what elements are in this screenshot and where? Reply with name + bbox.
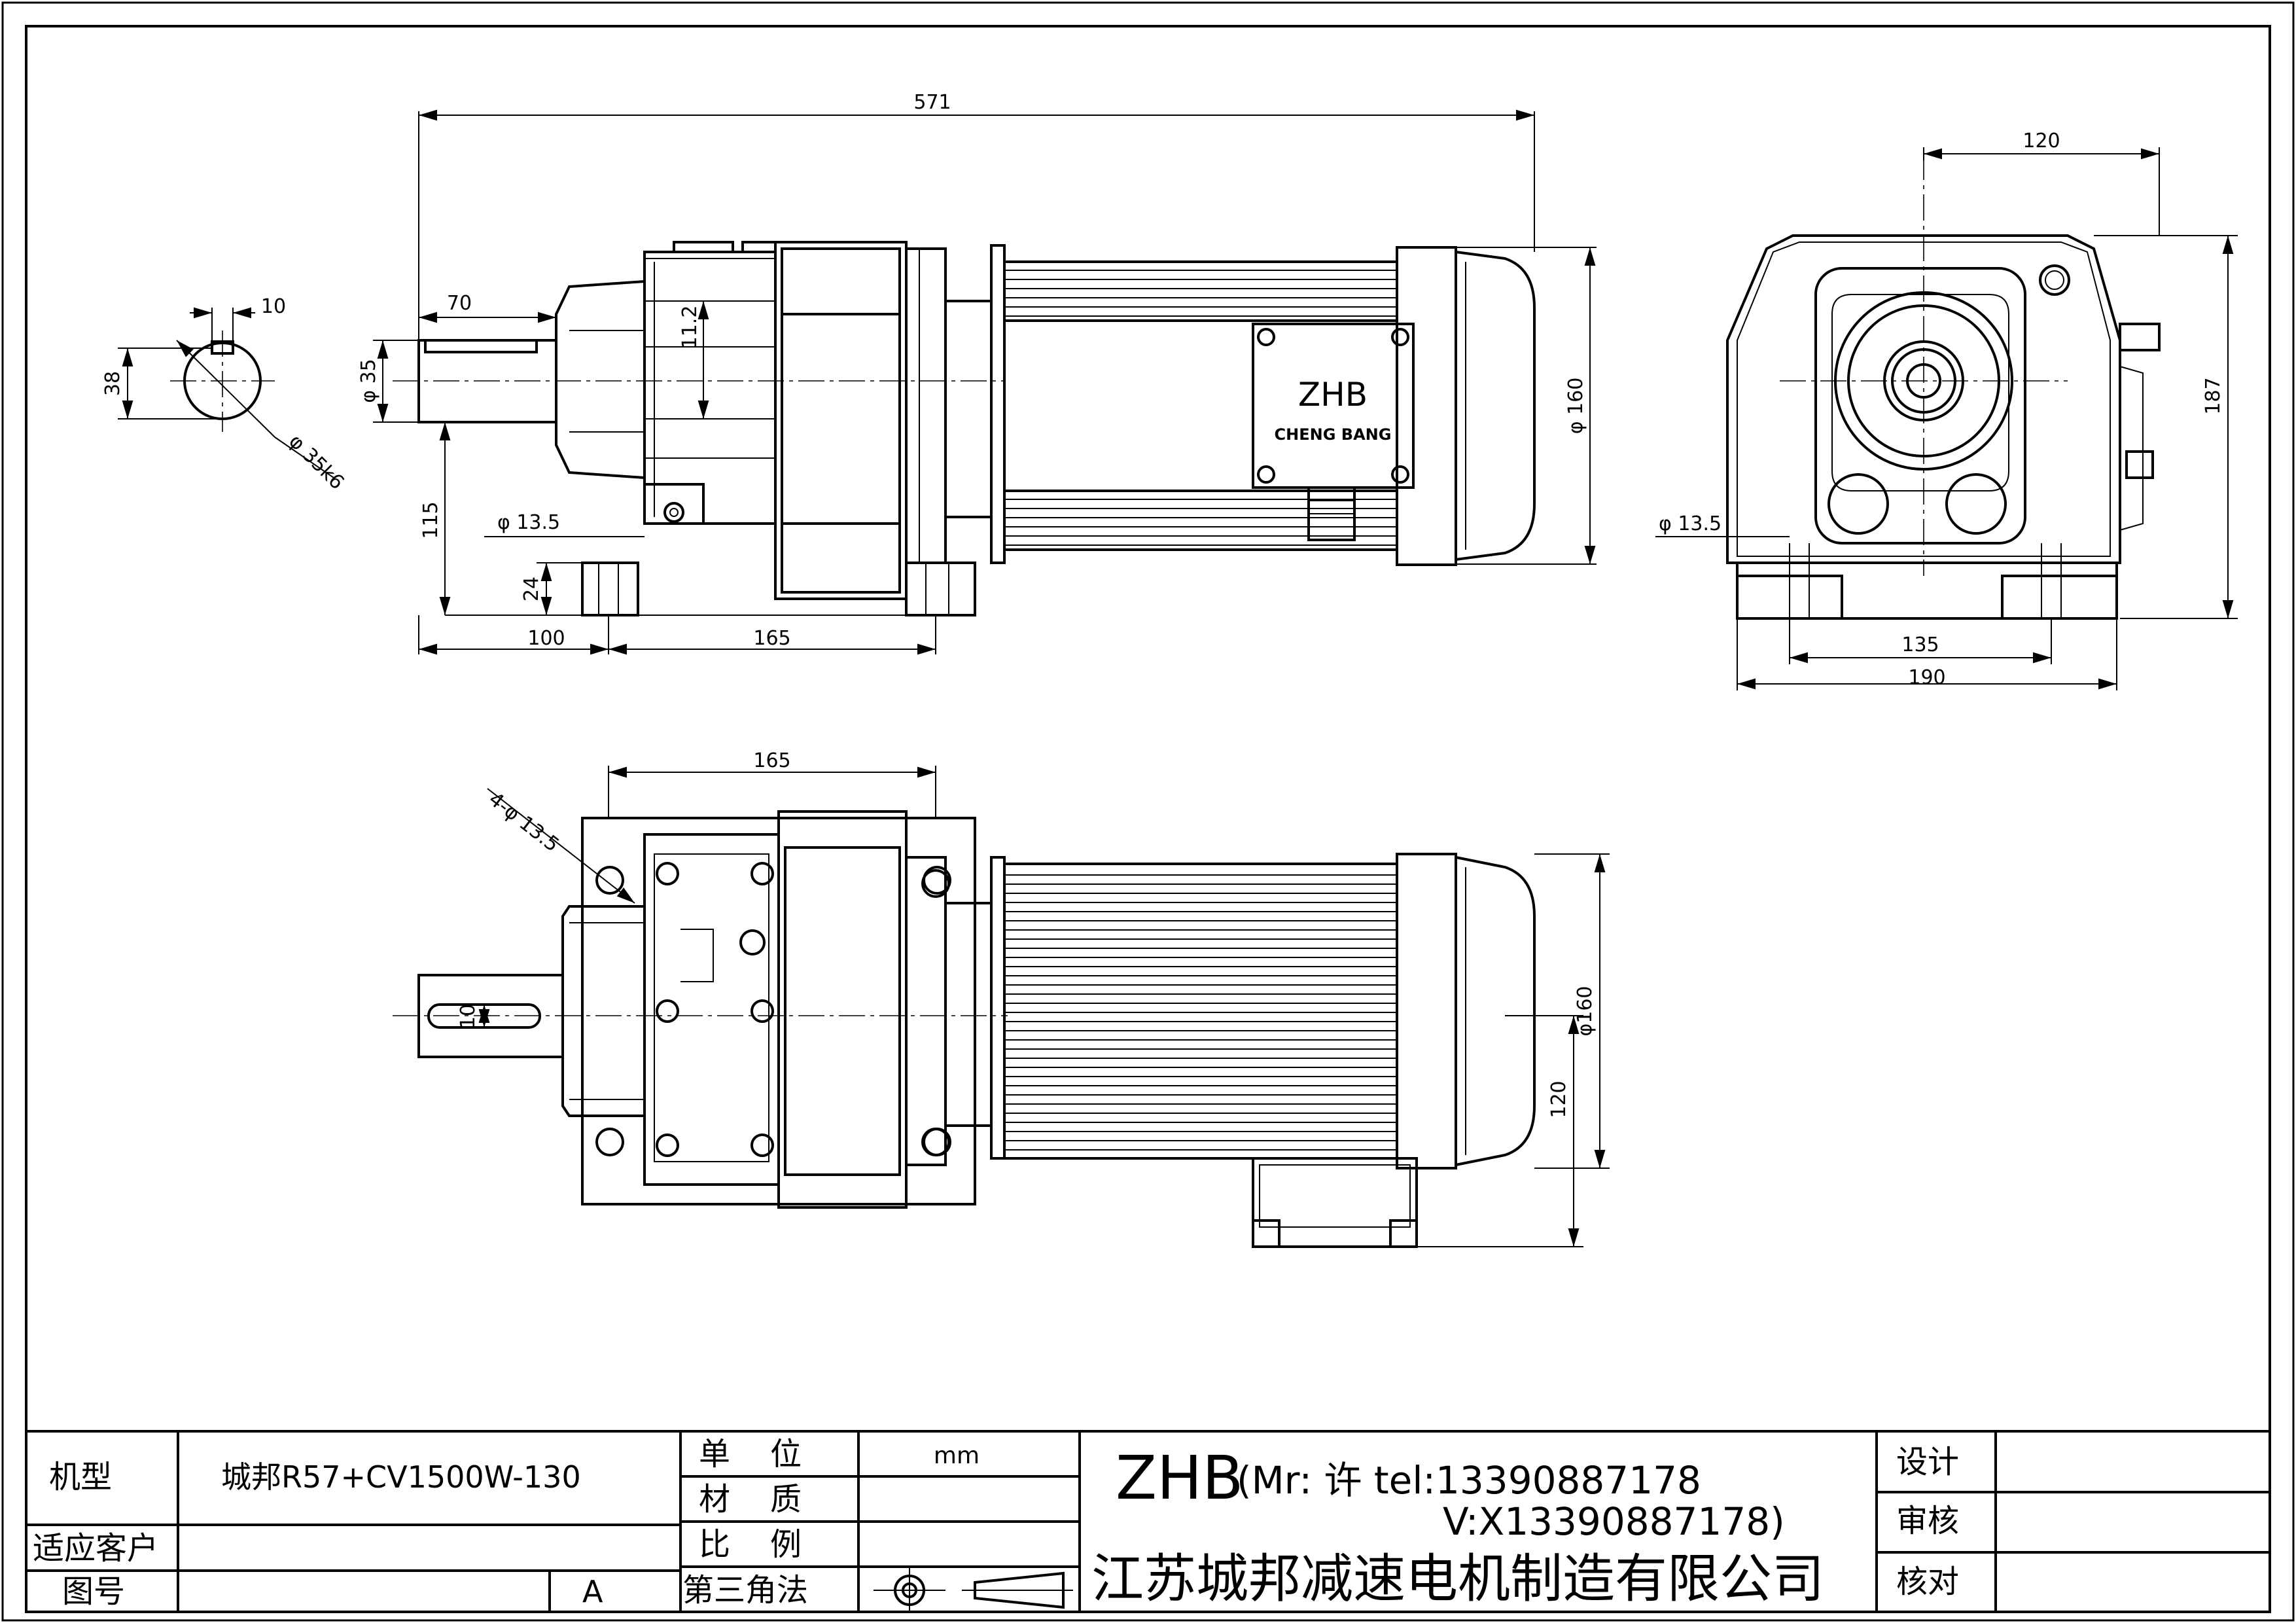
tb-unit-value: mm (934, 1442, 980, 1469)
dim-end-hole: φ 13.5 (1659, 512, 1722, 535)
dim-top-spacing: 165 (753, 749, 790, 772)
tb-material-label: 材 质 (699, 1481, 802, 1518)
dim-shaft-diameter-side: φ 35 (357, 359, 380, 403)
nameplate-brand: ZHB (1298, 376, 1368, 414)
dim-end-height: 187 (2202, 377, 2225, 414)
dim-key-width: 10 (261, 295, 286, 318)
tb-review-label: 审核 (1896, 1503, 1959, 1539)
tb-company: 江苏城邦减速电机制造有限公司 (1091, 1548, 1824, 1609)
dim-key-offset: 11.2 (679, 306, 701, 349)
tb-contact-line2: V:X13390887178) (1443, 1499, 1785, 1544)
tb-drawing-no-value: A (582, 1574, 603, 1609)
tb-brand: ZHB (1116, 1443, 1243, 1513)
dim-shaft-diameter: φ 35k6 (284, 430, 348, 494)
tb-scale-label: 比 例 (699, 1526, 802, 1563)
tb-projection-label: 第三角法 (682, 1572, 808, 1609)
tb-design-label: 设计 (1896, 1444, 1959, 1480)
dim-overall-length: 571 (913, 91, 951, 114)
dim-hole-side: φ 13.5 (497, 511, 560, 534)
tb-drawing-no-label: 图号 (62, 1573, 125, 1610)
front-view (373, 109, 1597, 655)
dim-end-width-top: 120 (2022, 130, 2060, 152)
dim-foot-spacing: 165 (753, 627, 790, 650)
dim-top-box-offset: 120 (1547, 1080, 1570, 1118)
nameplate-subtitle: CHENG BANG (1275, 425, 1392, 444)
title-block (25, 1430, 2271, 1613)
tb-contact-line1: (Mr: 许 tel:13390887178 (1237, 1458, 1701, 1503)
dim-foot-offset: 100 (527, 627, 565, 650)
top-view (393, 766, 1610, 1248)
tb-model-label: 机型 (49, 1459, 112, 1495)
dim-top-motor-diameter: φ160 (1574, 986, 1597, 1036)
dim-shaft-length: 70 (447, 292, 472, 315)
tb-unit-label: 单 位 (699, 1436, 802, 1472)
dim-end-hole-spacing: 135 (1901, 633, 1939, 656)
dim-end-width: 190 (1908, 666, 1945, 689)
dim-shaft-height: 38 (101, 371, 124, 396)
tb-customer-label: 适应客户 (33, 1530, 158, 1567)
end-view (1655, 147, 2238, 690)
dim-top-holes: 4-φ 13.5 (484, 788, 563, 857)
tb-check-label: 核对 (1896, 1563, 1959, 1600)
tb-model-value: 城邦R57+CV1500W-130 (221, 1459, 581, 1495)
dim-center-height: 115 (419, 501, 442, 539)
dim-motor-diameter: φ 160 (1564, 378, 1587, 435)
dim-foot-thickness: 24 (520, 577, 543, 601)
inner-frame (25, 25, 2271, 1613)
dim-top-key: 10 (457, 1004, 480, 1029)
shaft-section-view (118, 307, 334, 478)
